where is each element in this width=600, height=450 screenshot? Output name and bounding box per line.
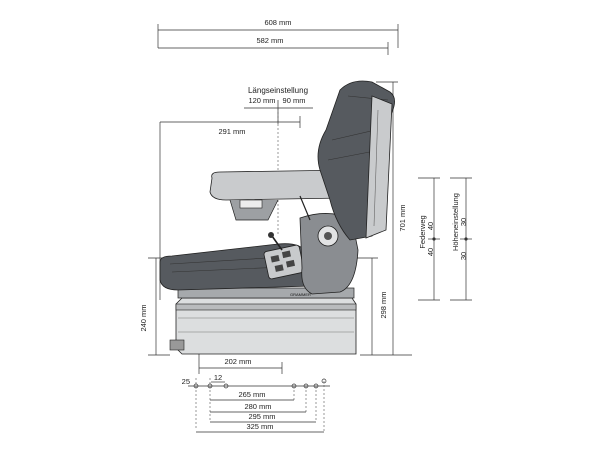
dim-height-adjustment: Höheneinstellung 30 30: [450, 177, 472, 301]
backrest-frame: [365, 95, 393, 239]
suspension-lower-value: 40: [426, 248, 435, 256]
dim-295-label: 295 mm: [248, 412, 275, 421]
suspension-upper-value: 40: [426, 222, 435, 230]
dim-701-label: 701 mm: [398, 204, 407, 231]
dim-inner-width: 582 mm: [158, 36, 389, 55]
dim-fore-aft: Längseinstellung 120 mm 90 mm: [244, 86, 313, 235]
suspension-label: Federweg: [418, 215, 427, 248]
bottom-mounting-dims: 25 12 265 mm 280 mm 295 mm 325 mm: [182, 373, 330, 433]
dim-582-label: 582 mm: [256, 36, 283, 45]
fore-aft-title: Längseinstellung: [248, 86, 308, 95]
dim-12-label: 12: [214, 373, 222, 382]
adjustment-lever: [271, 235, 283, 251]
dim-608-label: 608 mm: [264, 18, 291, 27]
dim-overall-width: 608 mm: [157, 18, 399, 48]
dim-240-label: 240 mm: [139, 304, 148, 331]
height-adj-upper-value: 30: [459, 218, 468, 226]
slide-rail: [177, 287, 355, 299]
dim-291-label: 291 mm: [218, 127, 245, 136]
dim-overall-height: 701 mm: [360, 81, 412, 356]
height-adj-label: Höheneinstellung: [451, 193, 460, 251]
dim-25-label: 25: [182, 377, 190, 386]
dim-suspension-travel: Federweg 40 40: [418, 177, 440, 301]
brand-mark: GRAMMER: [290, 292, 311, 297]
dim-298-label: 298 mm: [379, 291, 388, 318]
dim-325-label: 325 mm: [246, 422, 273, 431]
dim-280-label: 280 mm: [244, 402, 271, 411]
dim-seat-height: 298 mm: [355, 257, 388, 355]
seat-illustration: GRAMMER: [159, 80, 395, 355]
dim-265-label: 265 mm: [238, 390, 265, 399]
fore-aft-rear-label: 120 mm: [248, 96, 275, 105]
height-adj-lower-value: 30: [459, 252, 468, 260]
fore-aft-front-label: 90 mm: [283, 96, 306, 105]
base-foot: [169, 339, 185, 351]
suspension-housing: [299, 213, 359, 295]
seat-base: [175, 297, 357, 355]
dim-202-label: 202 mm: [224, 357, 251, 366]
